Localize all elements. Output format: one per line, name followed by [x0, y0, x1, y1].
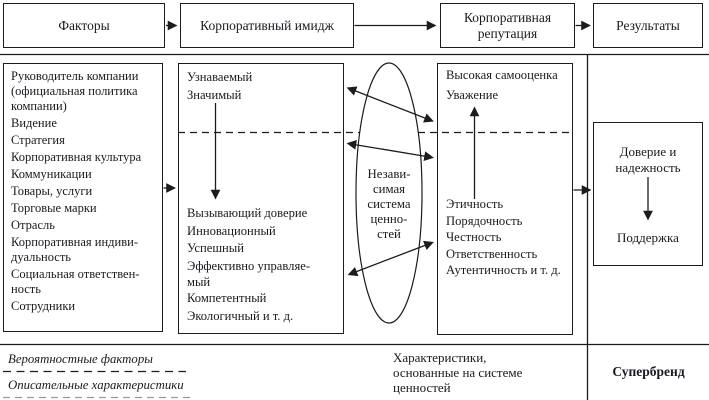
factor-item: Корпоративная культура [11, 150, 142, 164]
reputation-attribute: Этичность [446, 197, 504, 211]
values-note-line: Характеристики, [393, 350, 487, 365]
image-attribute: Узнаваемый [187, 70, 253, 84]
factor-item: Стратегия [11, 133, 65, 147]
flow-box-corporate-image-label: Корпоративный имидж [200, 17, 334, 33]
value-system-label-line: симая [372, 182, 406, 196]
flow-box-results: Результаты [593, 3, 703, 48]
double-arrow-values-middle [346, 140, 434, 161]
double-arrow-values-lower [347, 240, 434, 277]
reputation-attributes-box: Высокая самооценка Уважение Этичность По… [437, 63, 573, 335]
support-label: Поддержка [617, 230, 679, 245]
values-note: Характеристики, основанные на системе це… [393, 350, 522, 395]
legend-dashed-label: Описательные характеристики [8, 378, 184, 392]
image-attribute: мый [187, 275, 211, 289]
legend-solid-label: Вероятностные факторы [8, 352, 153, 366]
factor-item: Торговые марки [11, 201, 97, 215]
image-attribute: Экологичный и т. д. [187, 308, 294, 323]
trust-label-line: надежность [615, 160, 681, 175]
values-note-line: основанные на системе [393, 365, 523, 380]
flow-box-corporate-image: Корпоративный имидж [180, 3, 354, 48]
value-system-label-line: ценно- [370, 212, 408, 226]
reputation-attribute: Уважение [446, 88, 499, 102]
flow-box-results-label: Результаты [616, 17, 680, 33]
image-attribute: Компетентный [187, 291, 267, 305]
factors-list-box: Руководитель компании (официальная полит… [3, 63, 163, 332]
value-system-label-line: Незави- [367, 167, 411, 181]
reputation-attribute: Порядочность [446, 213, 523, 228]
double-arrow-values-upper [346, 86, 434, 123]
flow-box-factors-label: Факторы [58, 17, 110, 33]
image-attribute: Успешный [187, 241, 244, 255]
image-attributes-box: Узнаваемый Значимый Вызывающий доверие И… [178, 63, 344, 334]
image-attribute: Вызывающий доверие [187, 206, 308, 220]
outcome-box: Доверие и надежность Поддержка [593, 122, 703, 266]
superbrand-label: Супербренд [612, 364, 685, 379]
reputation-attribute: Ответственность [446, 246, 538, 261]
factor-item: Корпоративная индиви- [11, 235, 138, 249]
factor-item: Сотрудники [11, 299, 76, 313]
factor-item: ность [11, 282, 41, 296]
flow-box-factors: Факторы [3, 3, 165, 48]
image-attribute: Эффективно управляе- [187, 258, 311, 273]
value-system-label: Незави- симая система ценно- стей [356, 167, 422, 242]
factor-item: Отрасль [11, 218, 55, 232]
reputation-attribute: Честность [446, 230, 502, 245]
factor-item: (официальная политика [11, 84, 138, 98]
image-attribute: Значимый [187, 88, 242, 102]
values-note-line: ценностей [393, 380, 451, 395]
factor-item: Товары, услуги [11, 184, 93, 198]
image-attribute: Инновационный [187, 223, 276, 238]
trust-label-line: Доверие и [619, 144, 677, 159]
factor-item: дуальность [11, 250, 72, 264]
factor-item: компании) [11, 99, 67, 113]
flow-box-corporate-reputation-label: Корпоративная репутация [463, 10, 552, 41]
flow-box-corporate-reputation: Корпоративная репутация [440, 3, 575, 48]
factor-item: Социальная ответствен- [11, 267, 140, 281]
reputation-attribute: Аутентичность и т. д. [446, 263, 561, 278]
value-system-label-line: система [367, 197, 411, 211]
reputation-attribute: Высокая самооценка [446, 68, 558, 82]
factor-item: Коммуникации [11, 167, 92, 181]
factor-item: Видение [11, 116, 57, 130]
value-system-label-line: стей [377, 227, 401, 241]
factor-item: Руководитель компании [11, 69, 139, 83]
